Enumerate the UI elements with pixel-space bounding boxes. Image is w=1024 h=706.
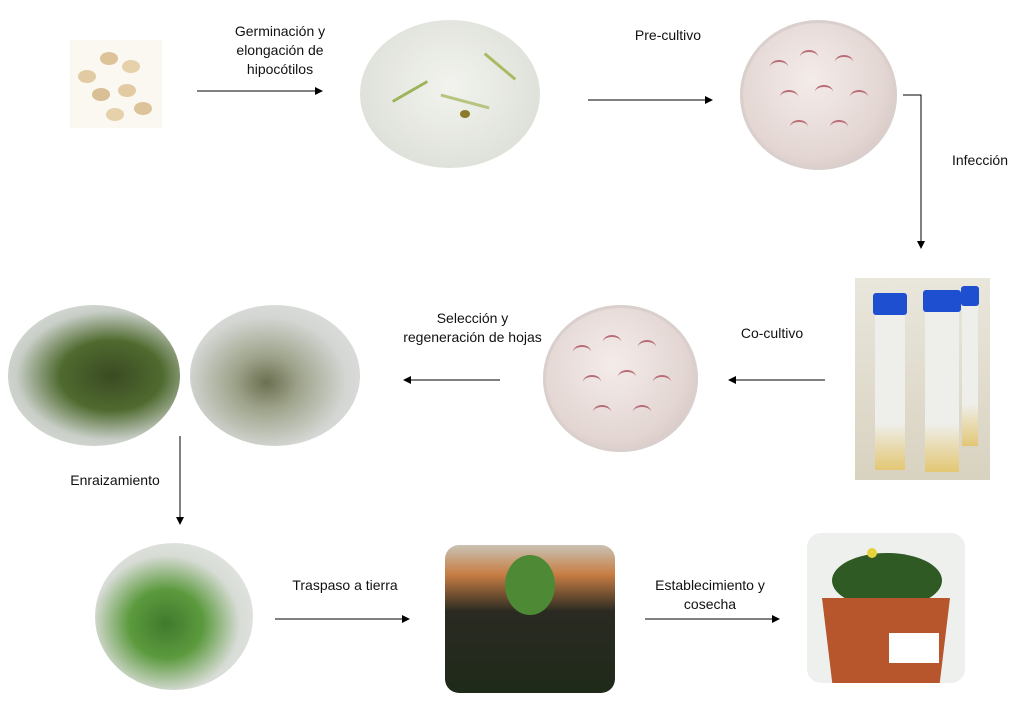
rooting-plantlet-photo bbox=[95, 543, 253, 690]
preculture-petri-photo bbox=[740, 20, 897, 170]
label-germination: Germinación y elongación de hipocótilos bbox=[200, 22, 360, 79]
label-coculture: Co-cultivo bbox=[740, 325, 804, 341]
seeds-photo bbox=[70, 40, 162, 128]
label-infection: Infección bbox=[951, 152, 1009, 168]
germination-petri-photo bbox=[360, 20, 540, 168]
soil-transfer-photo bbox=[445, 545, 615, 693]
leaf-regeneration-photo-2 bbox=[190, 305, 360, 446]
label-line: Establecimiento y bbox=[655, 577, 765, 593]
established-plant-photo bbox=[807, 533, 965, 683]
label-transfer: Traspaso a tierra bbox=[292, 577, 398, 593]
label-establishment: Establecimiento y cosecha bbox=[640, 576, 780, 614]
label-line: regeneración de hojas bbox=[403, 329, 542, 345]
label-line: Selección y bbox=[436, 310, 509, 326]
coculture-petri-photo bbox=[543, 305, 698, 452]
label-preculture: Pre-cultivo bbox=[634, 27, 702, 43]
arrow-infection bbox=[903, 94, 925, 249]
label-selection: Selección y regeneración de hojas bbox=[395, 309, 550, 347]
label-line: Germinación y bbox=[234, 23, 326, 39]
leaf-regeneration-photo-1 bbox=[8, 305, 180, 446]
label-line: elongación de bbox=[236, 42, 324, 58]
label-line: hipocótilos bbox=[246, 61, 314, 77]
infection-tubes-photo bbox=[855, 278, 990, 480]
label-rooting: Enraizamiento bbox=[70, 472, 160, 488]
label-line: cosecha bbox=[683, 596, 737, 612]
